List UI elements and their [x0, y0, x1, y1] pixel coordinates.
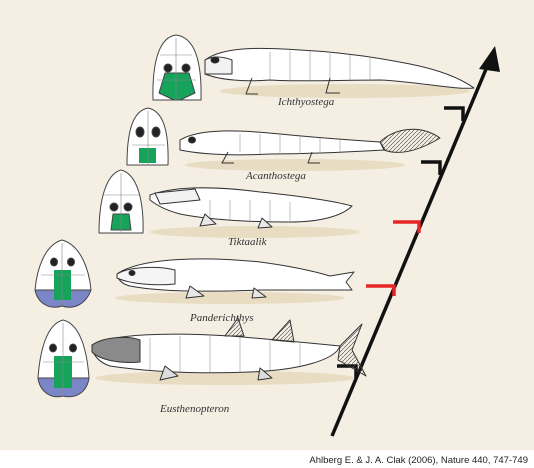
axis-arrowhead [479, 46, 500, 72]
animal-tiktaalik [150, 188, 352, 228]
skull-tiktaalik [99, 170, 143, 233]
branch-tiktaalik [393, 222, 419, 233]
label-ichthyostega: Ichthyostega [278, 96, 334, 108]
main-axis [332, 62, 489, 436]
label-panderichthys: Panderichthys [190, 312, 254, 324]
skull-eusthenopteron [38, 320, 89, 397]
label-eusthenopteron: Eusthenopteron [160, 403, 229, 415]
cladogram-figure [0, 0, 534, 450]
skull-acanthostega [127, 108, 168, 165]
label-acanthostega: Acanthostega [246, 170, 306, 182]
skull-panderichthys [35, 240, 91, 307]
animal-eusthenopteron [92, 318, 366, 380]
cladogram-tree [332, 46, 500, 436]
citation-credit: Ahlberg E. & J. A. Clak (2006), Nature 4… [309, 455, 528, 466]
branch-acanthostega [421, 162, 440, 175]
animal-acanthostega [180, 129, 440, 163]
branch-ichthyostega [444, 108, 463, 121]
label-tiktaalik: Tiktaalik [228, 236, 267, 248]
skull-ichthyostega [153, 35, 201, 100]
